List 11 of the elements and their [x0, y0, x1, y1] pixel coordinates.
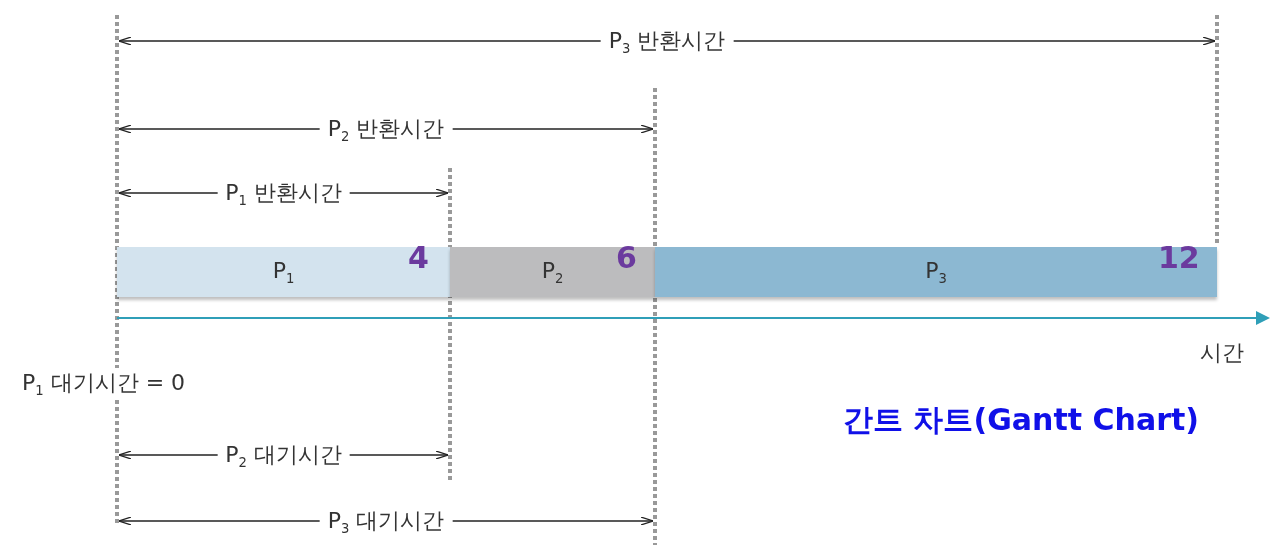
process-label: P$_{2}$: [541, 257, 564, 287]
time-mark: 4: [408, 240, 429, 275]
process-label: P$_{1}$: [272, 257, 295, 287]
process-label: P$_{3}$: [925, 257, 947, 287]
chart-title: 간트 차트(Gantt Chart): [843, 401, 1199, 439]
wait-time-label: P$_{1}$ 대기시간 = 0: [22, 368, 186, 399]
time-mark: 12: [1158, 240, 1200, 275]
process-bar: [450, 247, 655, 297]
process-bar: [117, 247, 450, 297]
time-mark: 6: [616, 240, 637, 275]
process-bar: [655, 247, 1217, 297]
